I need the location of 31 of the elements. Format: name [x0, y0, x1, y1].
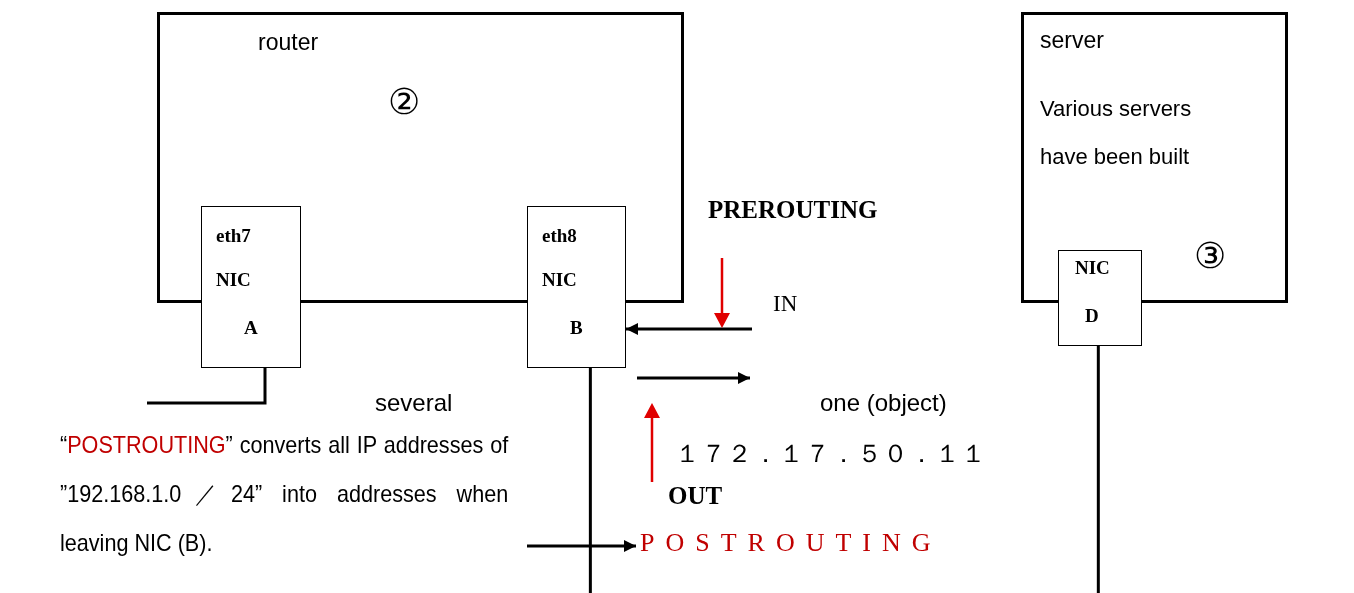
- cable-line: [1096, 346, 1100, 593]
- device-name: router: [258, 29, 319, 56]
- arrow: [527, 540, 636, 552]
- nic-box: [527, 206, 626, 368]
- cable-line: [588, 368, 592, 593]
- note-word: one (object): [820, 389, 947, 417]
- arrow: [626, 323, 752, 335]
- device-name: server: [1040, 27, 1104, 54]
- description-text: Various servers have been built: [1040, 95, 1193, 171]
- circled-number: ②: [388, 81, 420, 123]
- nic-letter: D: [1085, 305, 1099, 327]
- nic-label: NIC: [1075, 257, 1110, 279]
- server-box: [1021, 12, 1288, 303]
- nic-box: [1058, 250, 1142, 346]
- interface-name: eth8: [542, 225, 577, 247]
- note-paragraph: “POSTROUTING” converts all IP addresses of ”192.168.1.0／24” into addresses when leaving NIC (B).: [60, 430, 509, 558]
- nic-letter: B: [570, 317, 583, 339]
- interface-name: eth7: [216, 225, 251, 247]
- direction-label: IN: [773, 291, 798, 317]
- arrow: [637, 372, 750, 384]
- note-word: several: [375, 389, 453, 417]
- direction-label: OUT: [668, 482, 723, 510]
- nic-letter: A: [244, 317, 258, 339]
- ip-address: １７２．１７．５０．１１: [675, 439, 987, 469]
- cable-line: [147, 368, 267, 405]
- circled-number: ③: [1194, 235, 1226, 277]
- chain-label: POSTROUTING: [640, 528, 942, 558]
- nic-label: NIC: [216, 269, 251, 291]
- nic-label: NIC: [542, 269, 577, 291]
- nic-box: [201, 206, 301, 368]
- chain-name: PREROUTING: [708, 196, 878, 224]
